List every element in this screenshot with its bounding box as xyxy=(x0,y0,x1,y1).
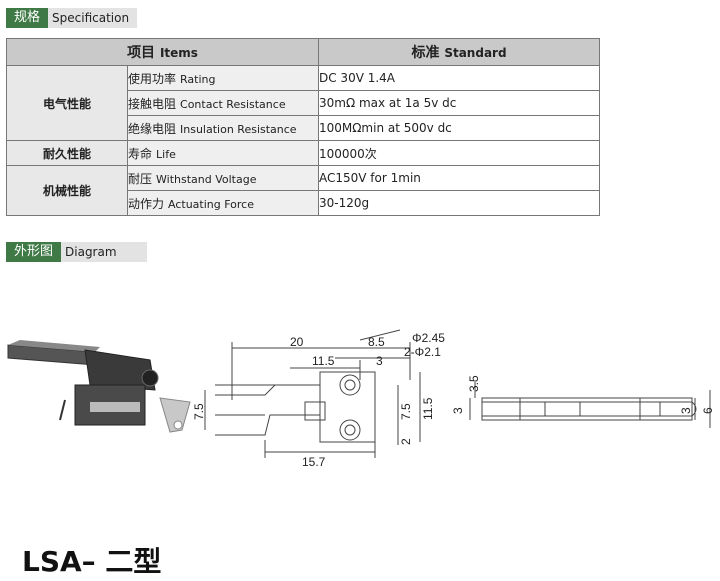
header-items-cn: 项目 xyxy=(127,45,156,61)
item-cn: 接触电阻 xyxy=(128,96,177,111)
value-cell: 100MΩmin at 500v dc xyxy=(318,115,600,141)
header-std-en: Standard xyxy=(444,46,507,60)
spec-header-en: Specification xyxy=(48,8,138,28)
front-view-drawing xyxy=(204,329,421,458)
item-en: Actuating Force xyxy=(168,197,255,211)
diagram-drawings: 20 8.5 11.5 3 Φ2.45 2-Φ2.1 7.5 7.5 11.5 … xyxy=(7,329,715,469)
item-cn: 寿命 xyxy=(128,146,153,161)
dim-3-end: 3 xyxy=(679,407,693,414)
diagram-header-cn: 外形图 xyxy=(6,242,62,262)
dim-3-5: 3.5 xyxy=(467,375,481,392)
item-en: Rating xyxy=(180,72,216,86)
group-electrical: 电气性能 xyxy=(6,65,128,141)
value-cell: 30-120g xyxy=(318,190,600,216)
dim-2: 2 xyxy=(399,438,413,445)
item-cn: 绝缘电阻 xyxy=(128,121,177,136)
header-items: 项目 Items xyxy=(6,38,319,66)
diagram-header-en: Diagram xyxy=(61,242,148,262)
dim-6: 6 xyxy=(701,407,715,414)
header-items-en: Items xyxy=(159,46,198,60)
item-en: Withstand Voltage xyxy=(156,172,257,186)
side-view-drawing xyxy=(469,380,711,428)
dim-11-5: 11.5 xyxy=(312,354,335,368)
item-cn: 使用功率 xyxy=(128,71,177,86)
switch-photo xyxy=(7,340,191,433)
header-std-cn: 标准 xyxy=(411,45,440,61)
value-cell: AC150V for 1min xyxy=(318,165,600,191)
group-durability: 耐久性能 xyxy=(6,140,128,166)
item-en: Contact Resistance xyxy=(180,97,286,111)
spec-section-header: 规格 Specification xyxy=(6,8,138,28)
value-cell: 30mΩ max at 1a 5v dc xyxy=(318,90,600,116)
diagram-section-header: 外形图 Diagram xyxy=(6,242,148,262)
item-en: Insulation Resistance xyxy=(180,122,297,136)
dim-11-5-vertical: 11.5 xyxy=(421,397,435,420)
model-name: LSA– 二型 xyxy=(22,545,162,578)
dim-3: 3 xyxy=(376,354,383,368)
spec-header-cn: 规格 xyxy=(6,8,49,28)
group-mechanical: 机械性能 xyxy=(6,165,128,216)
item-en: Life xyxy=(156,147,176,161)
dim-15-7: 15.7 xyxy=(302,455,326,469)
dim-20: 20 xyxy=(290,335,304,349)
item-cn: 动作力 xyxy=(128,196,165,211)
value-cell: DC 30V 1.4A xyxy=(318,65,600,91)
item-cn: 耐压 xyxy=(128,171,153,186)
header-standard: 标准 Standard xyxy=(318,38,600,66)
value-cell: 100000次 xyxy=(318,140,600,166)
dim-7-5-left: 7.5 xyxy=(192,403,206,420)
table-header-row: 项目 Items 标准 Standard xyxy=(6,38,600,66)
dim-2-phi-2-1: 2-Φ2.1 xyxy=(404,345,441,359)
dim-7-5-right: 7.5 xyxy=(399,403,413,420)
dim-3-side: 3 xyxy=(451,407,465,414)
dim-8-5: 8.5 xyxy=(368,335,385,349)
dim-phi-2-45: Φ2.45 xyxy=(412,331,445,345)
